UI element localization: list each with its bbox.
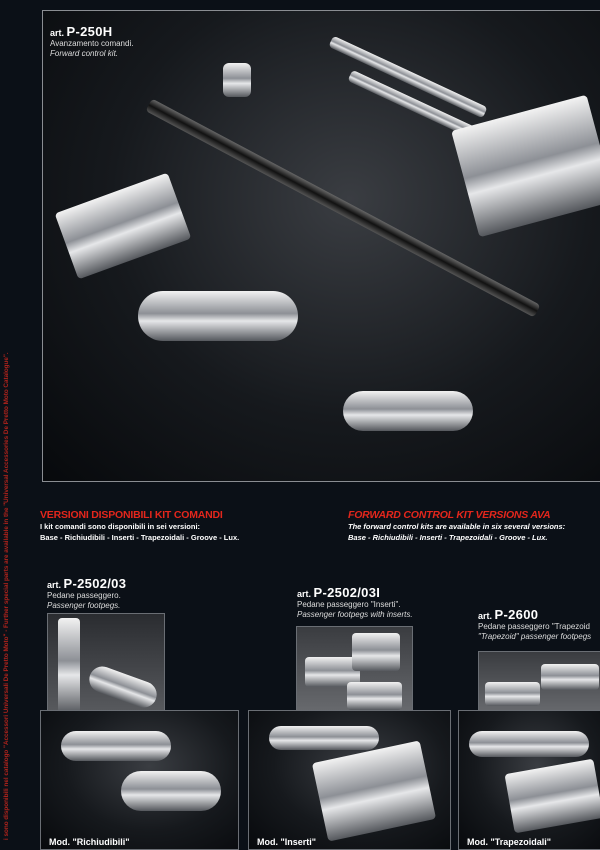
versions-en: FORWARD CONTROL KIT VERSIONS AVA The for… [348, 509, 565, 543]
product-photo-p2600 [478, 651, 600, 717]
versions-title-it: VERSIONI DISPONIBILI KIT COMANDI [40, 509, 223, 521]
versions-line1-en: The forward control kits are available i… [348, 522, 566, 531]
versions-line2-it: Base - Richiudibili - Inserti - Trapezoi… [40, 533, 240, 542]
desc-it: Pedane passeggero "Trapezoid [478, 622, 590, 631]
model-photo-richiudibili: Mod. "Richiudibili" [40, 710, 239, 850]
art-prefix: art. [47, 580, 62, 590]
footpeg-image [541, 664, 599, 690]
art-prefix: art. [50, 28, 65, 38]
product-photo-p2502-03i [296, 626, 413, 717]
footpeg-image [85, 662, 161, 712]
versions-title-en: FORWARD CONTROL KIT VERSIONS AVA [348, 509, 551, 521]
model-photo-inserti: Mod. "Inserti" [248, 710, 451, 850]
bracket-image [54, 172, 192, 280]
main-product-label: art. P-250H Avanzamento comandi.Forward … [50, 24, 134, 59]
footpeg-image [58, 618, 80, 713]
model-label: Mod. "Trapezoidali" [467, 837, 552, 847]
desc-it: Pedane passeggero "Inserti". [297, 600, 401, 609]
footpeg-image [269, 726, 379, 750]
product-label: art. P-2502/03 Pedane passeggero.Passeng… [47, 576, 127, 611]
desc-it: Pedane passeggero. [47, 591, 121, 600]
side-note: i sono disponibili nel catalogo "Accesso… [3, 352, 10, 840]
footpeg-image [352, 633, 400, 671]
footpeg-image [504, 758, 600, 834]
footpeg-image [485, 682, 540, 706]
footpeg-image [138, 291, 298, 341]
bracket-image [451, 94, 600, 238]
desc-en: Passenger footpegs. [47, 601, 121, 610]
versions-it: VERSIONI DISPONIBILI KIT COMANDI I kit c… [40, 509, 239, 543]
main-product-photo [42, 10, 600, 482]
model-label: Mod. "Inserti" [257, 837, 317, 847]
product-code: P-2502/03 [63, 576, 127, 591]
footpeg-image [343, 391, 473, 431]
product-code: P-250H [66, 24, 113, 39]
art-prefix: art. [297, 589, 312, 599]
desc-en: "Trapezoid" passenger footpegs [478, 632, 592, 641]
versions-line1-it: I kit comandi sono disponibili in sei ve… [40, 522, 201, 531]
desc-en: Forward control kit. [50, 49, 119, 58]
footpeg-image [61, 731, 171, 761]
footpeg-image [311, 740, 437, 842]
desc-it: Avanzamento comandi. [50, 39, 134, 48]
model-photo-trapezoidali: Mod. "Trapezoidali" [458, 710, 600, 850]
art-prefix: art. [478, 611, 493, 621]
footpeg-image [121, 771, 221, 811]
versions-line2-en: Base - Richiudibili - Inserti - Trapezoi… [348, 533, 548, 542]
desc-en: Passenger footpegs with inserts. [297, 610, 413, 619]
product-code: P-2502/03I [313, 585, 381, 600]
model-label: Mod. "Richiudibili" [49, 837, 130, 847]
footpeg-image [347, 682, 402, 710]
product-photo-p2502-03 [47, 613, 165, 718]
footpeg-image [469, 731, 589, 757]
product-code: P-2600 [494, 607, 539, 622]
product-label: art. P-2502/03I Pedane passeggero "Inser… [297, 585, 413, 620]
spacer-image [223, 63, 251, 97]
product-label: art. P-2600 Pedane passeggero "Trapezoid… [478, 607, 592, 642]
